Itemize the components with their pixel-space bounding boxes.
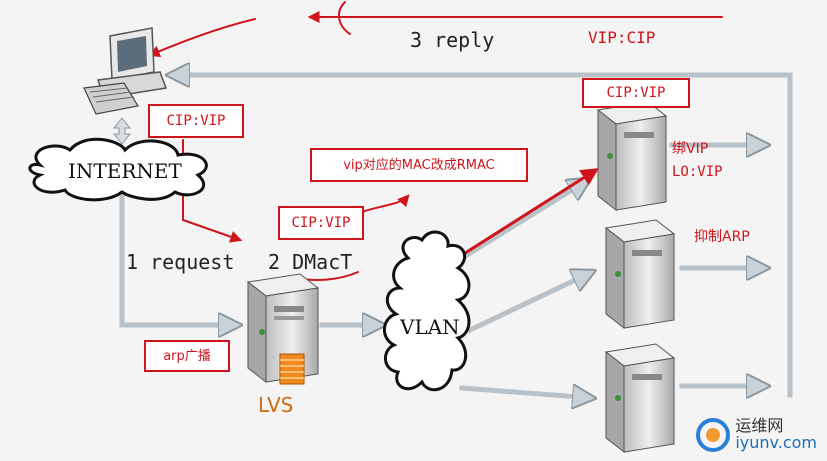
real-server-icon	[596, 101, 668, 212]
client-computer-icon	[83, 27, 168, 115]
dmac-label: 2 DMacT	[268, 250, 353, 274]
cip-vip-box-mid: CIP:VIP	[278, 206, 364, 240]
arp-broadcast-box: arp广播	[144, 340, 230, 372]
real-server-icon	[604, 343, 676, 454]
real-server-icon	[604, 219, 676, 330]
watermark: 运维网 iyunv.com	[695, 417, 817, 453]
cip-vip-box-top: CIP:VIP	[582, 78, 690, 108]
internet-label: INTERNET	[68, 159, 182, 183]
bind-vip-label: 绑VIP	[672, 141, 709, 157]
cloud-vlan-icon	[383, 230, 471, 392]
watermark-logo-icon	[696, 418, 731, 452]
vlan-server3-link	[459, 388, 592, 398]
vlan-server2-link	[466, 272, 592, 334]
lvs-label: LVS	[258, 393, 293, 417]
suppress-arp-label: 抑制ARP	[694, 229, 750, 245]
client-internet-arrow	[112, 117, 132, 145]
reply-path	[170, 75, 793, 398]
network-links	[119, 75, 793, 398]
lo-vip-label: LO:VIP	[672, 164, 723, 180]
lvs-server-icon	[246, 273, 320, 385]
vlan-label: VLAN	[399, 315, 460, 339]
vip-cip-label: VIP:CIP	[588, 28, 656, 47]
request-label: 1 request	[126, 250, 235, 274]
vlan-server1-link	[458, 180, 588, 262]
watermark-name: 运维网	[735, 416, 784, 436]
vip-mac-note-box: vip对应的MAC改成RMAC	[310, 148, 528, 182]
request-path	[119, 192, 238, 325]
cip-vip-box-left: CIP:VIP	[148, 104, 244, 138]
cloud-internet-icon	[28, 137, 208, 202]
reply-label: 3 reply	[410, 28, 495, 52]
watermark-url: iyunv.com	[735, 433, 817, 452]
